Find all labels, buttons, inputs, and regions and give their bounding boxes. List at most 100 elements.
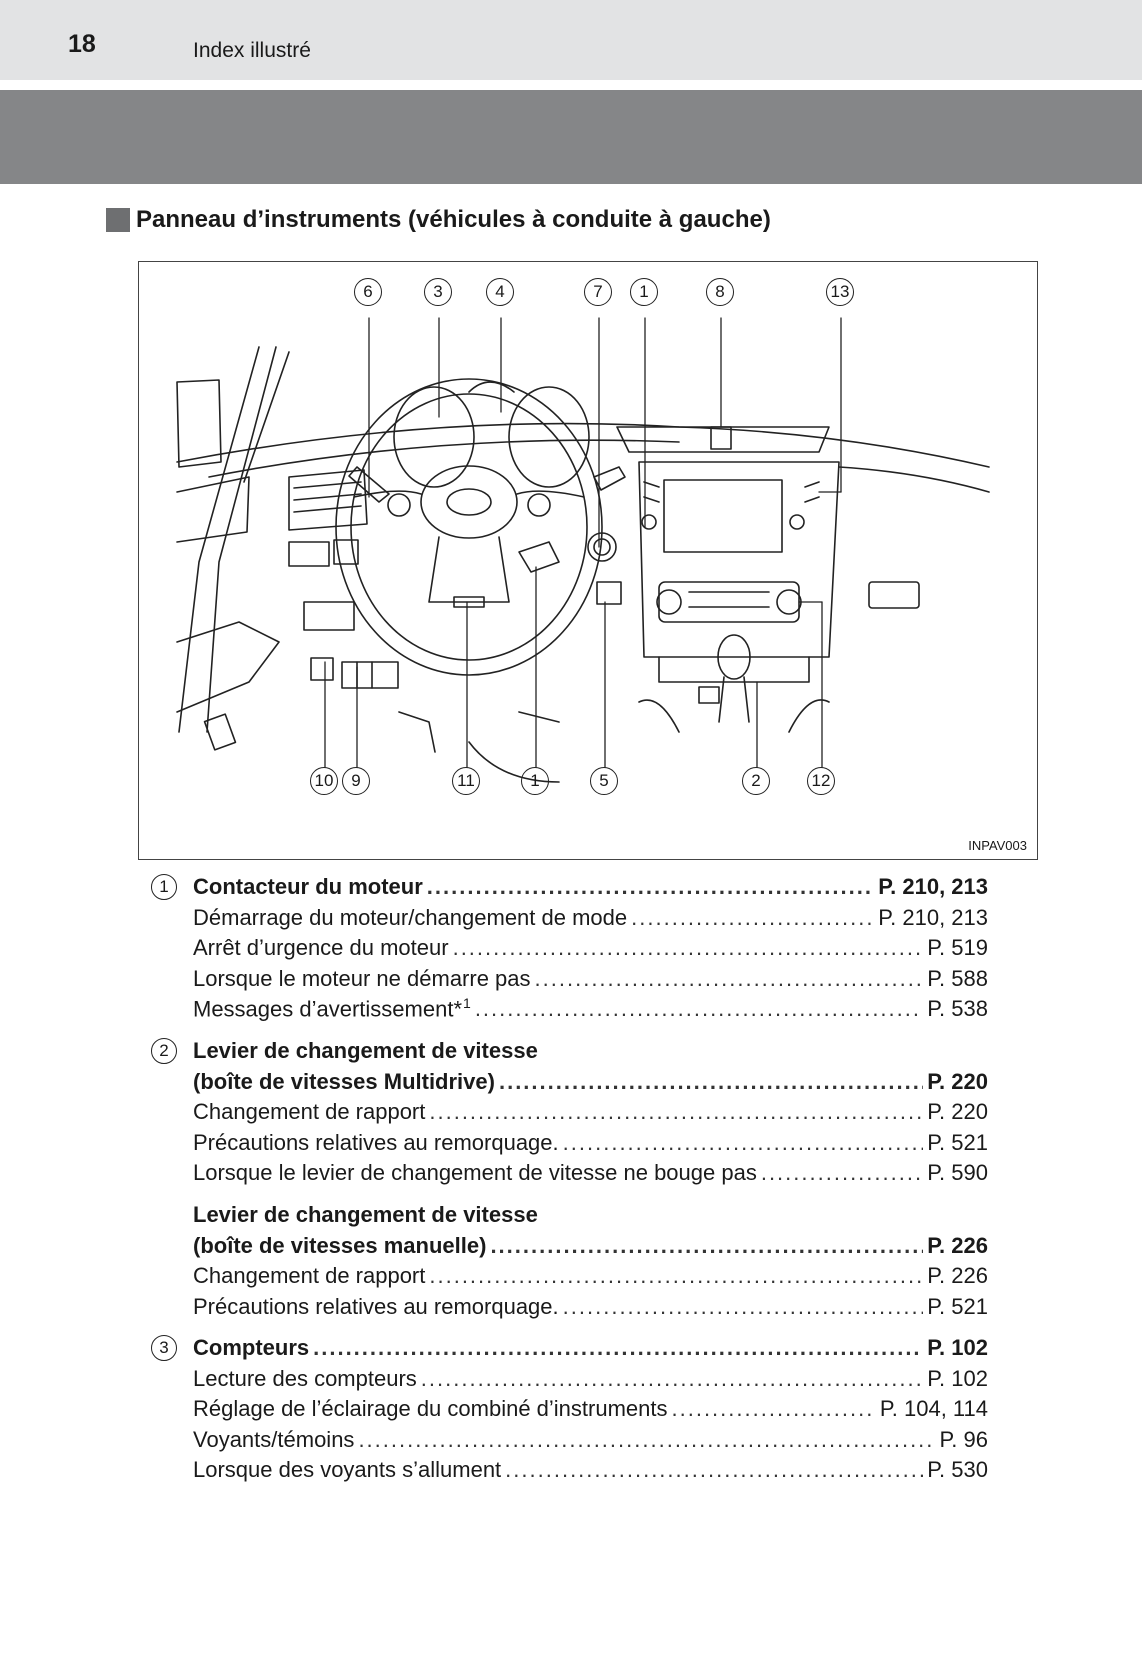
- entry-label: Compteurs: [193, 1335, 310, 1360]
- entry-label: Messages d’avertissement*1: [193, 994, 471, 1021]
- dot-leader: ........................................…: [474, 996, 923, 1021]
- index-entry: (boîte de vitesses Multidrive) .........…: [193, 1067, 988, 1096]
- entry-label: Précautions relatives au remorquage.: [193, 1130, 559, 1155]
- entry-label: Démarrage du moteur/changement de mode: [193, 905, 628, 930]
- entry-page: P. 521: [927, 1294, 988, 1319]
- callout-1-bottom: 1: [521, 767, 549, 795]
- entry-page: P. 96: [939, 1427, 988, 1452]
- dot-leader: ........................................…: [631, 905, 875, 930]
- entry-page: P. 590: [927, 1160, 988, 1185]
- index-entry: Lorsque le levier de changement de vites…: [193, 1158, 988, 1187]
- entry-page: P. 226: [927, 1263, 988, 1288]
- entry-number: 1: [151, 874, 177, 900]
- entry-label: Réglage de l’éclairage du combiné d’inst…: [193, 1396, 668, 1421]
- entry-page: P. 220: [927, 1069, 988, 1094]
- index-entry: Compteurs ..............................…: [193, 1333, 988, 1362]
- section-title: Panneau d’instruments (véhicules à condu…: [136, 206, 771, 233]
- entry-label: Lecture des compteurs: [193, 1366, 417, 1391]
- dot-leader: ........................................…: [313, 1335, 924, 1360]
- entry-page: P. 588: [927, 966, 988, 991]
- index-entry: (boîte de vitesses manuelle) ...........…: [193, 1231, 988, 1260]
- callout-5: 5: [590, 767, 618, 795]
- dashboard-figure: 6 3 4 7 1 8 13 10 9 11 1 5 2 12 INPAV003: [138, 261, 1038, 860]
- footnote-number: 1: [463, 994, 471, 1011]
- index-entry: Messages d’avertissement*1 .............…: [193, 994, 988, 1023]
- header-band: [0, 90, 1142, 184]
- entry-label: Arrêt d’urgence du moteur: [193, 935, 449, 960]
- callout-12: 12: [807, 767, 835, 795]
- header-title: Index illustré: [193, 39, 311, 62]
- index-entry: Réglage de l’éclairage du combiné d’inst…: [193, 1394, 988, 1423]
- callout-4: 4: [486, 278, 514, 306]
- dot-leader: ........................................…: [429, 1263, 923, 1288]
- index-entry: Changement de rapport ..................…: [193, 1097, 988, 1126]
- dot-leader: ........................................…: [426, 874, 875, 899]
- callout-1-top: 1: [630, 278, 658, 306]
- entry-label: (boîte de vitesses Multidrive): [193, 1069, 495, 1094]
- index-entry: Lorsque le moteur ne démarre pas .......…: [193, 964, 988, 993]
- callout-11: 11: [452, 767, 480, 795]
- entry-page: P. 102: [927, 1335, 988, 1360]
- callout-7: 7: [584, 278, 612, 306]
- dot-leader: ........................................…: [358, 1427, 935, 1452]
- index-entry: Arrêt d’urgence du moteur ..............…: [193, 933, 988, 962]
- entry-page: P. 104, 114: [879, 1396, 988, 1421]
- entry-page: P. 102: [927, 1366, 988, 1391]
- dot-leader: ........................................…: [420, 1366, 924, 1391]
- callout-9: 9: [342, 767, 370, 795]
- index-entry: Levier de changement de vitesse: [193, 1036, 988, 1065]
- callout-3: 3: [424, 278, 452, 306]
- dot-leader: ........................................…: [562, 1294, 924, 1319]
- callout-2: 2: [742, 767, 770, 795]
- entry-label: Levier de changement de vitesse: [193, 1038, 538, 1063]
- entry-page: P. 210, 213: [878, 905, 988, 930]
- dot-leader: ........................................…: [498, 1069, 923, 1094]
- entry-label: Levier de changement de vitesse: [193, 1202, 538, 1227]
- footnote-marker: *: [453, 996, 463, 1021]
- index-entry: Démarrage du moteur/changement de mode .…: [193, 903, 988, 932]
- entry-page: P. 521: [927, 1130, 988, 1155]
- entry-label: Contacteur du moteur: [193, 874, 423, 899]
- dot-leader: ........................................…: [534, 966, 924, 991]
- entry-label: Changement de rapport: [193, 1099, 426, 1124]
- entry-number: 3: [151, 1335, 177, 1361]
- section-marker-icon: [106, 208, 130, 232]
- section-heading: Panneau d’instruments (véhicules à condu…: [106, 205, 771, 235]
- dot-leader: ........................................…: [490, 1233, 923, 1258]
- entry-label: Voyants/témoins: [193, 1427, 355, 1452]
- callout-8: 8: [706, 278, 734, 306]
- entry-label: Changement de rapport: [193, 1263, 426, 1288]
- entry-label: Lorsque le levier de changement de vites…: [193, 1160, 757, 1185]
- dot-leader: ........................................…: [452, 935, 924, 960]
- dashboard-illustration: [176, 317, 990, 783]
- dot-leader: ........................................…: [505, 1457, 923, 1482]
- index-entry: Changement de rapport ..................…: [193, 1261, 988, 1290]
- page-number: 18: [68, 30, 96, 58]
- index-entry: Précautions relatives au remorquage. ...…: [193, 1128, 988, 1157]
- entry-label: (boîte de vitesses manuelle): [193, 1233, 487, 1258]
- index-entry: Lecture des compteurs ..................…: [193, 1364, 988, 1393]
- callout-10: 10: [310, 767, 338, 795]
- entry-label: Précautions relatives au remorquage.: [193, 1294, 559, 1319]
- dot-leader: ........................................…: [671, 1396, 876, 1421]
- entry-page: P. 210, 213: [878, 874, 988, 899]
- callout-13: 13: [826, 278, 854, 306]
- dot-leader: ........................................…: [562, 1130, 924, 1155]
- entry-page: P. 226: [927, 1233, 988, 1258]
- dot-leader: ........................................…: [760, 1160, 924, 1185]
- entry-page: P. 530: [927, 1457, 988, 1482]
- index-entry: Lorsque des voyants s’allument .........…: [193, 1455, 988, 1484]
- figure-code: INPAV003: [968, 838, 1027, 853]
- dot-leader: ........................................…: [429, 1099, 923, 1124]
- callout-6: 6: [354, 278, 382, 306]
- index-entry: Précautions relatives au remorquage. ...…: [193, 1292, 988, 1321]
- index-entry: Contacteur du moteur ...................…: [193, 872, 988, 901]
- index-entry: Voyants/témoins ........................…: [193, 1425, 988, 1454]
- page-header: 18 Index illustré: [0, 0, 1142, 83]
- entry-page: P. 220: [927, 1099, 988, 1124]
- entry-label: Lorsque le moteur ne démarre pas: [193, 966, 531, 991]
- entry-number: 2: [151, 1038, 177, 1064]
- entry-label: Lorsque des voyants s’allument: [193, 1457, 502, 1482]
- entry-page: P. 538: [927, 996, 988, 1021]
- index-entry: Levier de changement de vitesse: [193, 1200, 988, 1229]
